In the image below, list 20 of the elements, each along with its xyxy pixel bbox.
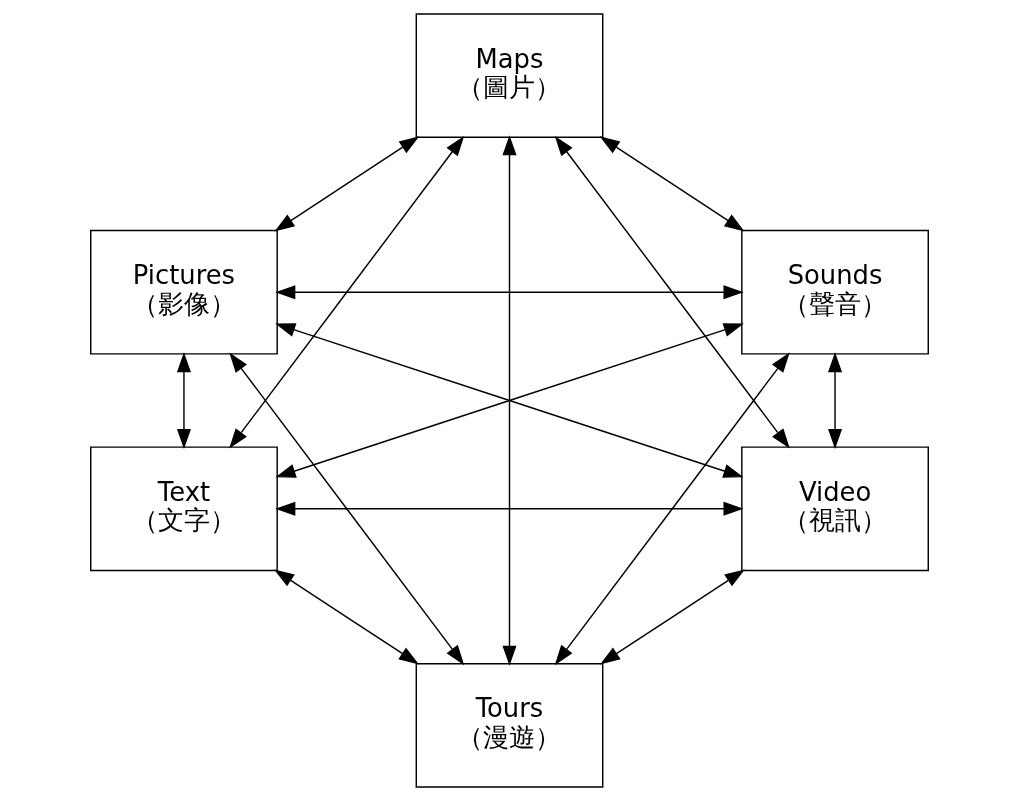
- node-box: Sounds （聲音）: [741, 229, 929, 355]
- arrow: [274, 136, 420, 232]
- arrow: [229, 352, 465, 666]
- arrow: [275, 323, 744, 478]
- node-box: Text （文字）: [90, 446, 278, 572]
- arrow: [599, 136, 745, 232]
- arrow: [828, 352, 843, 450]
- node-box: Maps （圖片）: [415, 13, 604, 139]
- arrow: [229, 136, 465, 449]
- arrow: [274, 569, 419, 665]
- arrow: [275, 501, 744, 516]
- arrow: [275, 285, 744, 300]
- node-box: Pictures （影像）: [90, 229, 278, 355]
- arrow: [502, 135, 517, 666]
- arrow: [176, 352, 191, 450]
- node-box: Tours （漫遊）: [415, 662, 604, 788]
- arrow: [600, 569, 745, 665]
- arrow: [554, 352, 790, 666]
- arrow: [554, 136, 790, 449]
- node-box: Video （視訊）: [741, 446, 929, 572]
